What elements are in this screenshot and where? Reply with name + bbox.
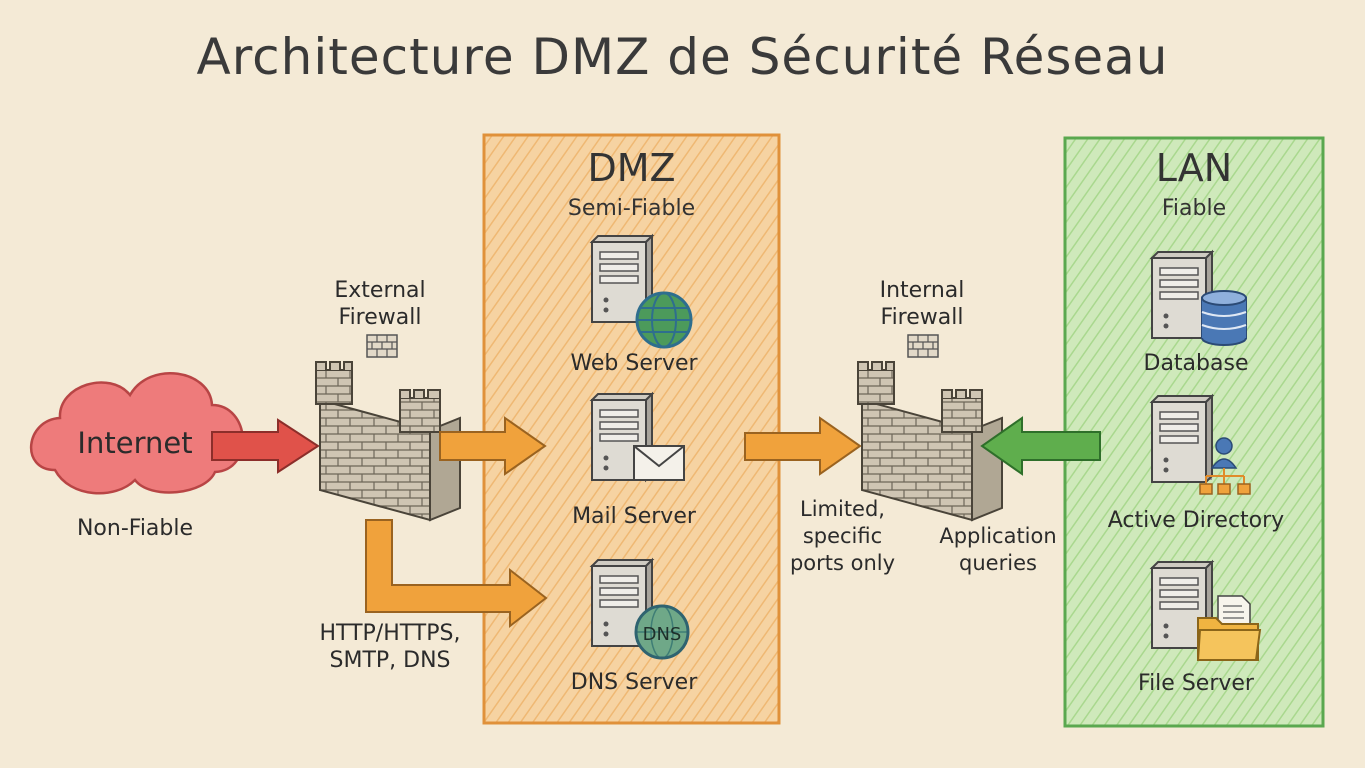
mail-server-icon bbox=[591, 393, 685, 481]
database-icon bbox=[1201, 290, 1247, 346]
application-queries-line1: Application bbox=[939, 524, 1057, 548]
external-firewall-icon bbox=[315, 361, 461, 521]
external-firewall-label-line1: External bbox=[334, 278, 426, 303]
file-server-icon bbox=[1151, 561, 1262, 661]
folder-icon bbox=[1196, 595, 1262, 661]
internal-firewall-label: Internal Firewall bbox=[842, 277, 1002, 331]
external-firewall-label-line2: Firewall bbox=[338, 305, 422, 330]
dns-server-icon bbox=[591, 559, 690, 660]
envelope-icon bbox=[633, 445, 685, 481]
internet-to-firewall-arrow bbox=[211, 418, 320, 474]
internal-firewall-brick-icon bbox=[907, 334, 939, 358]
file-server-label: File Server bbox=[1138, 671, 1254, 696]
firewall-to-dns-arrow bbox=[365, 519, 548, 629]
internet-cloud-icon bbox=[29, 371, 244, 495]
web-server-label: Web Server bbox=[570, 351, 698, 376]
active-directory-server-icon bbox=[1151, 395, 1251, 495]
firewall-to-dmz-arrow bbox=[439, 416, 547, 476]
mail-server-label: Mail Server bbox=[572, 504, 696, 529]
dmz-trust-label: Semi-Fiable bbox=[567, 196, 696, 221]
limited-ports-line2: specific bbox=[802, 524, 883, 548]
dns-server-label: DNS Server bbox=[570, 670, 698, 695]
internal-firewall-label-line1: Internal bbox=[879, 278, 965, 303]
org-chart-icon bbox=[1199, 437, 1251, 495]
external-firewall-label: External Firewall bbox=[300, 277, 460, 331]
database-server-icon bbox=[1151, 251, 1247, 346]
public-protocols-line1: HTTP/HTTPS, bbox=[319, 621, 461, 646]
globe-icon bbox=[635, 291, 693, 349]
dns-badge-label: DNS bbox=[643, 624, 682, 645]
dmz-title: DMZ bbox=[587, 146, 676, 190]
public-protocols-line2: SMTP, DNS bbox=[329, 648, 451, 673]
dmz-to-internal-firewall-arrow bbox=[744, 416, 862, 476]
internet-label: Internet bbox=[77, 426, 192, 460]
limited-ports-line3: ports only bbox=[789, 551, 896, 575]
internet-trust-label: Non-Fiable bbox=[76, 516, 194, 541]
application-queries-label: Application queries bbox=[928, 523, 1068, 577]
limited-ports-label: Limited, specific ports only bbox=[770, 496, 915, 577]
external-firewall-brick-icon bbox=[366, 334, 398, 358]
limited-ports-line1: Limited, bbox=[800, 497, 885, 521]
diagram-title: Architecture DMZ de Sécurité Réseau bbox=[196, 28, 1169, 86]
lan-trust-label: Fiable bbox=[1161, 196, 1227, 221]
lan-title: LAN bbox=[1155, 146, 1233, 190]
lan-to-internal-firewall-arrow bbox=[980, 416, 1101, 476]
public-protocols-label: HTTP/HTTPS, SMTP, DNS bbox=[300, 620, 480, 674]
application-queries-line2: queries bbox=[959, 551, 1037, 575]
active-directory-label: Active Directory bbox=[1107, 508, 1285, 533]
web-server-icon bbox=[591, 235, 693, 349]
dns-globe-icon bbox=[634, 604, 690, 660]
database-label: Database bbox=[1143, 351, 1249, 376]
internal-firewall-label-line2: Firewall bbox=[880, 305, 964, 330]
